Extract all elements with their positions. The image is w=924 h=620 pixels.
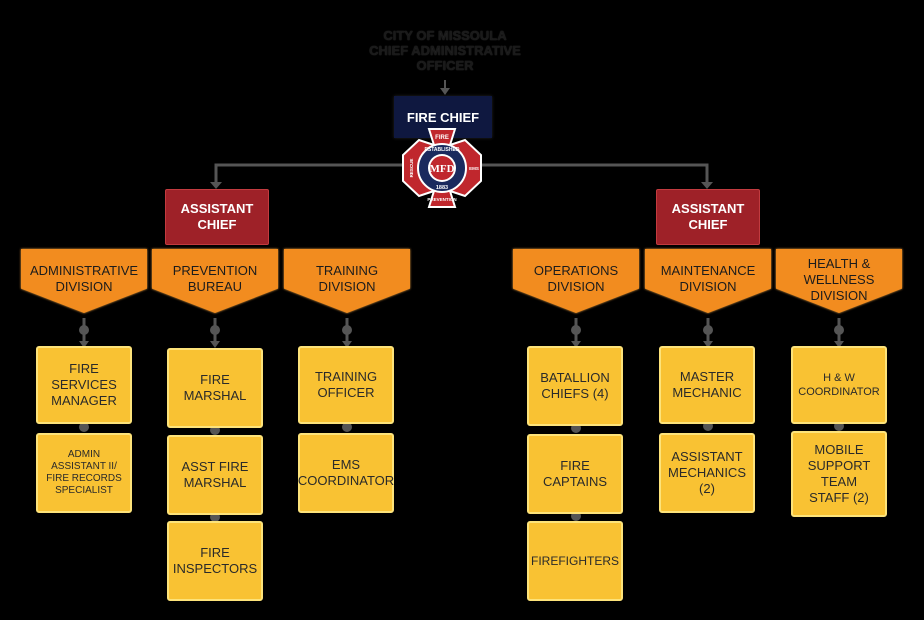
division-administrative: ADMINISTRATIVE DIVISION — [21, 249, 147, 313]
position-label: FIRE INSPECTORS — [172, 545, 258, 576]
position-label: MASTER MECHANIC — [672, 369, 742, 400]
logo-left-text: RESCUE — [409, 159, 414, 178]
division-operations: OPERATIONS DIVISION — [513, 249, 639, 313]
position-label: EMS COORDINATOR — [297, 457, 395, 488]
division-label: OPERATIONS DIVISION — [533, 263, 619, 294]
logo-year: 1883 — [436, 185, 448, 191]
position-box: BATALLION CHIEFS (4) — [527, 346, 623, 426]
position-box: ADMIN ASSISTANT II/ FIRE RECORDS SPECIAL… — [36, 433, 132, 513]
division-training: TRAINING DIVISION — [284, 249, 410, 313]
logo-monogram: MFD — [429, 163, 454, 175]
assistant-chief-left: ASSISTANT CHIEF — [165, 189, 269, 245]
division-health-wellness: HEALTH & WELLNESS DIVISION — [776, 249, 902, 313]
logo-right-text: EMS — [469, 166, 479, 171]
position-box: TRAINING OFFICER — [298, 346, 394, 424]
position-label: TRAINING OFFICER — [314, 369, 378, 400]
position-box: FIRE INSPECTORS — [167, 521, 263, 601]
fire-department-badge-icon: FIRE ESTABLISHED RESCUE EMS MFD 1883 PRE… — [402, 128, 482, 208]
position-box: ASSISTANT MECHANICS (2) — [659, 433, 755, 513]
division-label: PREVENTION BUREAU — [172, 263, 258, 294]
position-label: H & W COORDINATOR — [798, 372, 880, 398]
position-box: FIRE CAPTAINS — [527, 434, 623, 514]
division-prevention: PREVENTION BUREAU — [152, 249, 278, 313]
position-label: MOBILE SUPPORT TEAM STAFF (2) — [807, 442, 871, 505]
logo-bottom-text: PREVENTION — [427, 197, 456, 202]
chief-administrative-officer-label: CITY OF MISSOULA CHIEF ADMINISTRATIVE OF… — [369, 28, 521, 73]
assistant-chief-label: ASSISTANT CHIEF — [180, 201, 254, 232]
position-label: FIREFIGHTERS — [530, 554, 619, 568]
logo-band-text: ESTABLISHED — [425, 147, 460, 153]
division-label: MAINTENANCE DIVISION — [660, 263, 756, 294]
position-label: FIRE CAPTAINS — [542, 458, 608, 489]
position-box: MASTER MECHANIC — [659, 346, 755, 424]
position-box: H & W COORDINATOR — [791, 346, 887, 424]
fire-chief-label: FIRE CHIEF — [406, 109, 480, 125]
position-box: MOBILE SUPPORT TEAM STAFF (2) — [791, 431, 887, 517]
position-box: EMS COORDINATOR — [298, 433, 394, 513]
assistant-chief-right: ASSISTANT CHIEF — [656, 189, 760, 245]
logo-top-text: FIRE — [435, 135, 449, 141]
position-box: FIREFIGHTERS — [527, 521, 623, 601]
position-box: FIRE SERVICES MANAGER — [36, 346, 132, 424]
position-label: ASST FIRE MARSHAL — [181, 459, 249, 490]
position-box: ASST FIRE MARSHAL — [167, 435, 263, 515]
assistant-chief-label: ASSISTANT CHIEF — [671, 201, 745, 232]
position-label: ADMIN ASSISTANT II/ FIRE RECORDS SPECIAL… — [46, 449, 122, 496]
division-label: TRAINING DIVISION — [315, 263, 379, 294]
position-label: BATALLION CHIEFS (4) — [540, 370, 610, 401]
division-maintenance: MAINTENANCE DIVISION — [645, 249, 771, 313]
division-label: ADMINISTRATIVE DIVISION — [29, 263, 139, 294]
division-label: HEALTH & WELLNESS DIVISION — [803, 256, 875, 303]
position-box: FIRE MARSHAL — [167, 348, 263, 428]
position-label: FIRE MARSHAL — [183, 372, 247, 403]
position-label: FIRE SERVICES MANAGER — [51, 361, 117, 408]
position-label: ASSISTANT MECHANICS (2) — [667, 449, 746, 496]
